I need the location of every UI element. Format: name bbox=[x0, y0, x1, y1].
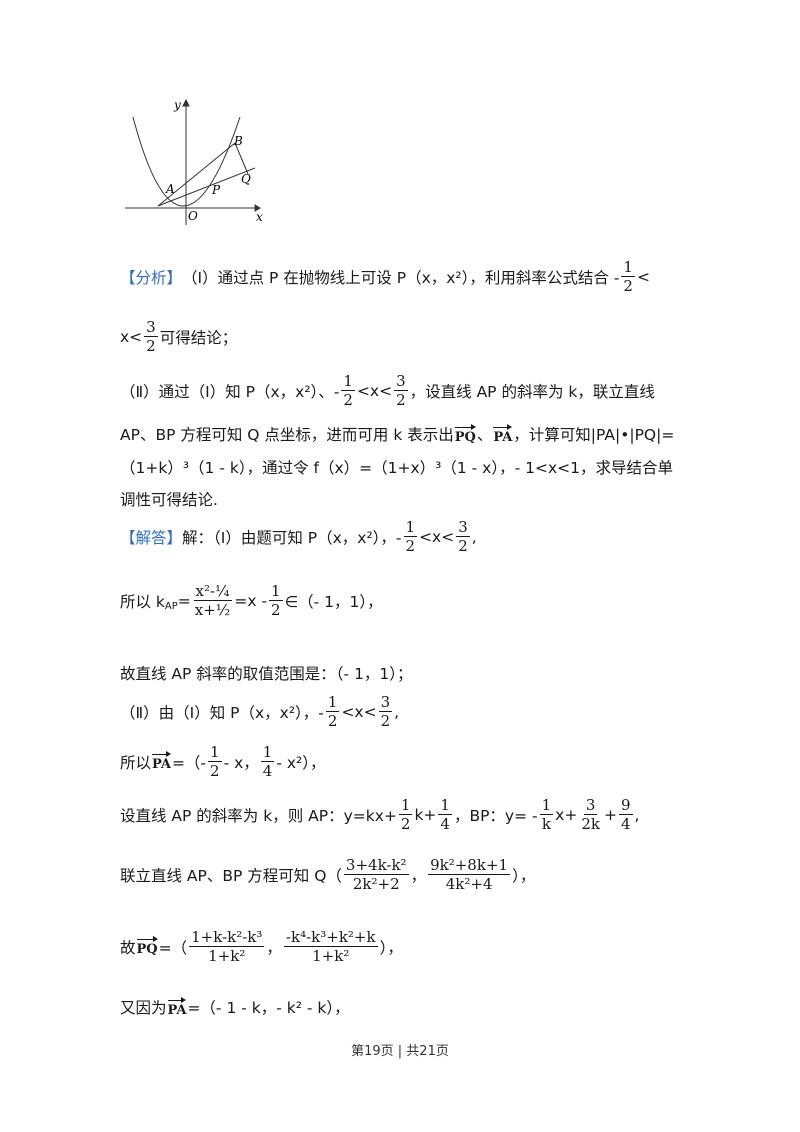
fig-label-y: y bbox=[173, 98, 181, 112]
subscript: AP bbox=[164, 601, 178, 612]
fig-label-B: B bbox=[233, 134, 243, 148]
analysis-line-4: AP、BP 方程可知 Q 点坐标，进而可用 k 表示出 PQ 、 PA ，计算可… bbox=[120, 423, 674, 445]
solution-text: 解：（Ⅰ）由题可知 P（x，x²），- bbox=[182, 528, 402, 547]
analysis-text: 、 bbox=[476, 426, 493, 444]
solution-text: - x， bbox=[223, 753, 259, 772]
solution-text: 所以 bbox=[120, 753, 152, 772]
fig-label-origin: O bbox=[188, 209, 198, 223]
analysis-line-6: 调性可得结论. bbox=[120, 488, 218, 510]
solution-text: <x< bbox=[341, 702, 377, 721]
analysis-text: 可得结论； bbox=[159, 328, 238, 347]
analysis-text: （Ⅰ）通过点 P 在抛物线上可设 P（x，x²），利用斜率公式结合 - bbox=[182, 268, 620, 287]
solution-text: + bbox=[603, 805, 617, 824]
solution-text: 又因为 bbox=[120, 999, 167, 1017]
solution-text: , bbox=[471, 527, 477, 546]
analysis-text: AP、BP 方程可知 Q 点坐标，进而可用 k 表示出 bbox=[120, 426, 454, 444]
analysis-text: （Ⅱ）通过（Ⅰ）知 P（x，x²）、- bbox=[120, 382, 340, 401]
vector-pq: PQ bbox=[454, 423, 476, 445]
solution-text: , bbox=[634, 805, 640, 824]
fig-label-x: x bbox=[256, 210, 263, 224]
solution-text: 故 bbox=[120, 938, 136, 957]
solution-text: ， bbox=[266, 938, 282, 957]
solution-text: ）， bbox=[379, 938, 403, 957]
analysis-text: ，计算可知|PA|•|PQ|= bbox=[513, 426, 675, 444]
solution-line-3: 故直线 AP 斜率的取值范围是：（- 1，1）； bbox=[120, 662, 413, 684]
analysis-text: ，设直线 AP 的斜率为 k，联立直线 bbox=[409, 382, 655, 401]
solution-text: ）， bbox=[512, 866, 536, 885]
solution-text: 联立直线 AP、BP 方程可知 Q（ bbox=[120, 866, 342, 885]
solution-text: ， bbox=[410, 866, 427, 885]
analysis-text: x< bbox=[120, 327, 143, 346]
vector-pa: PA bbox=[493, 423, 512, 445]
vector-pq: PQ bbox=[136, 936, 158, 957]
analysis-text: <x< bbox=[356, 381, 393, 400]
solution-text: = bbox=[177, 591, 191, 610]
analysis-text: （1+k）³（1 - k），通过令 f（x）=（1+x）³（1 - x），- 1… bbox=[120, 459, 673, 477]
solution-text: <x< bbox=[419, 527, 455, 546]
analysis-line-1: 【分析】 （Ⅰ）通过点 P 在抛物线上可设 P（x，x²），利用斜率公式结合 -… bbox=[120, 258, 650, 295]
fig-label-A: A bbox=[165, 182, 175, 196]
analysis-text: 调性可得结论. bbox=[120, 491, 218, 509]
solution-text: - x²）， bbox=[276, 753, 326, 772]
solution-text: k+ bbox=[414, 805, 437, 824]
solution-text: =（ bbox=[158, 938, 188, 957]
solution-text: , bbox=[394, 702, 400, 721]
analysis-line-5: （1+k）³（1 - k），通过令 f（x）=（1+x）³（1 - x），- 1… bbox=[120, 456, 673, 478]
solution-text: ，BP：y= - bbox=[453, 806, 538, 825]
vector-pa: PA bbox=[167, 996, 186, 1018]
solution-text: 所以 k bbox=[120, 592, 165, 611]
analysis-tag: 【分析】 bbox=[120, 268, 183, 287]
solution-tag: 【解答】 bbox=[120, 528, 183, 547]
solution-text: x+ bbox=[555, 805, 578, 824]
page-footer: 第19页 | 共21页 bbox=[351, 1044, 449, 1059]
solution-text: =x - bbox=[234, 591, 268, 610]
solution-text: =（- bbox=[171, 753, 207, 772]
analysis-text: < bbox=[636, 267, 650, 286]
solution-line-9: 又因为 PA =（- 1 - k，- k² - k）， bbox=[120, 996, 350, 1018]
solution-text: （Ⅱ）由（Ⅰ）知 P（x，x²），- bbox=[120, 703, 324, 722]
vector-pa: PA bbox=[152, 751, 171, 772]
parabola-figure: y x O A B P Q bbox=[125, 98, 263, 225]
fig-label-P: P bbox=[211, 183, 221, 197]
solution-text: 设直线 AP 的斜率为 k，则 AP：y=kx+ bbox=[120, 806, 397, 825]
solution-text: =（- 1 - k，- k² - k）， bbox=[187, 999, 350, 1017]
solution-text: ∈（- 1，1）， bbox=[284, 592, 383, 611]
fig-label-Q: Q bbox=[241, 172, 251, 186]
solution-text: 故直线 AP 斜率的取值范围是：（- 1，1）； bbox=[120, 665, 413, 683]
